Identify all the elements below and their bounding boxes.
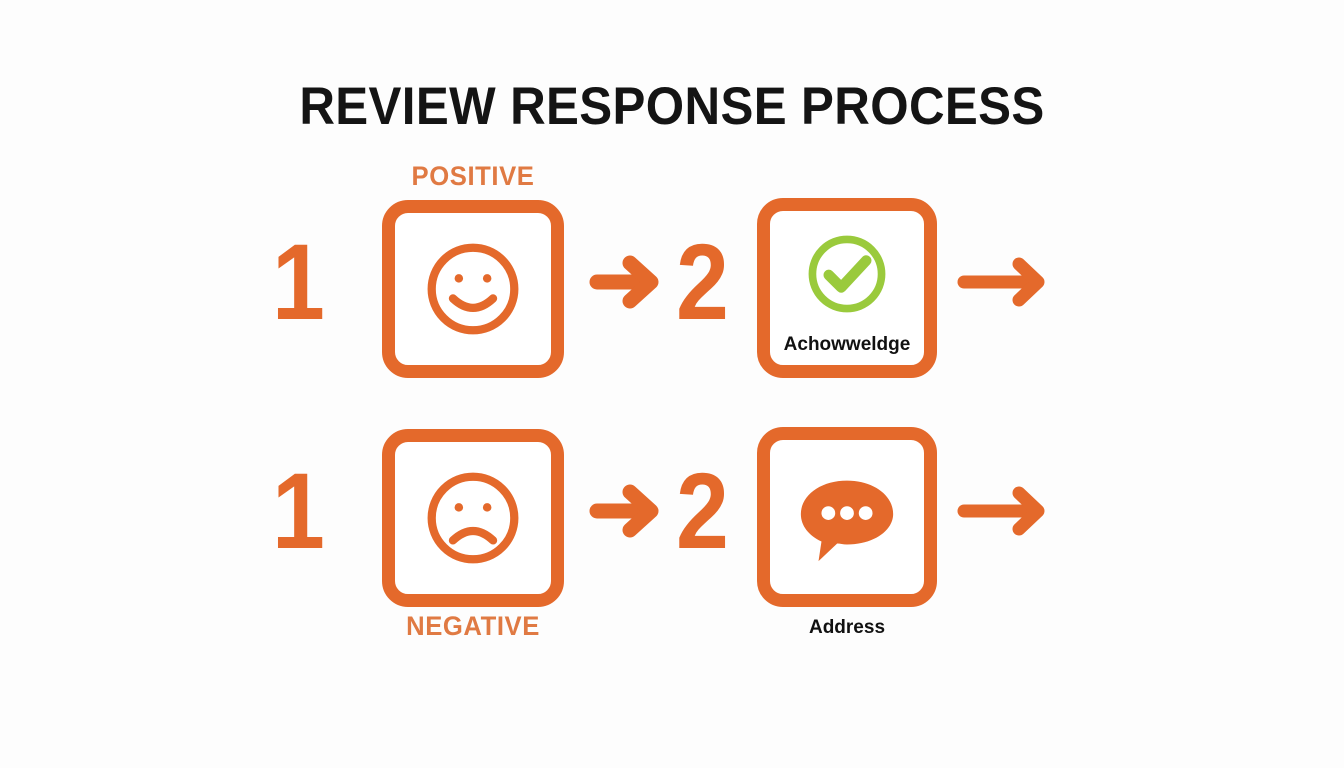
arrow-right-icon-positive-1	[589, 251, 661, 313]
speech-bubble-icon	[770, 440, 924, 594]
flow-row-positive: POSITIVE 1	[0, 161, 1344, 403]
flow-row-negative: 1 NEGATIVE	[0, 402, 1344, 641]
step-card-caption-acknowledge: Achowweldge	[783, 334, 911, 355]
arrow-right-icon-negative-2	[957, 482, 1053, 540]
frowning-face-icon	[395, 442, 551, 594]
sentiment-label-positive: POSITIVE	[411, 161, 535, 191]
step-number-2-negative: 2	[676, 450, 729, 571]
step-number-2-positive: 2	[676, 221, 729, 342]
step-card-acknowledge[interactable]: Achowweldge	[757, 198, 937, 378]
step-number-1-negative: 1	[272, 450, 325, 571]
step-number-1-positive: 1	[272, 221, 325, 342]
arrow-right-icon-positive-2	[957, 253, 1053, 311]
step-card-frown[interactable]	[382, 429, 564, 607]
page-title: REVIEW RESPONSE PROCESS	[299, 77, 1045, 136]
smiley-face-icon	[395, 213, 551, 365]
step-card-caption-address: Address	[808, 617, 886, 638]
arrow-right-icon-negative-1	[589, 480, 661, 542]
step-card-smiley[interactable]	[382, 200, 564, 378]
sentiment-label-negative: NEGATIVE	[406, 611, 540, 641]
check-circle-icon	[770, 219, 924, 329]
step-card-address[interactable]	[757, 427, 937, 607]
